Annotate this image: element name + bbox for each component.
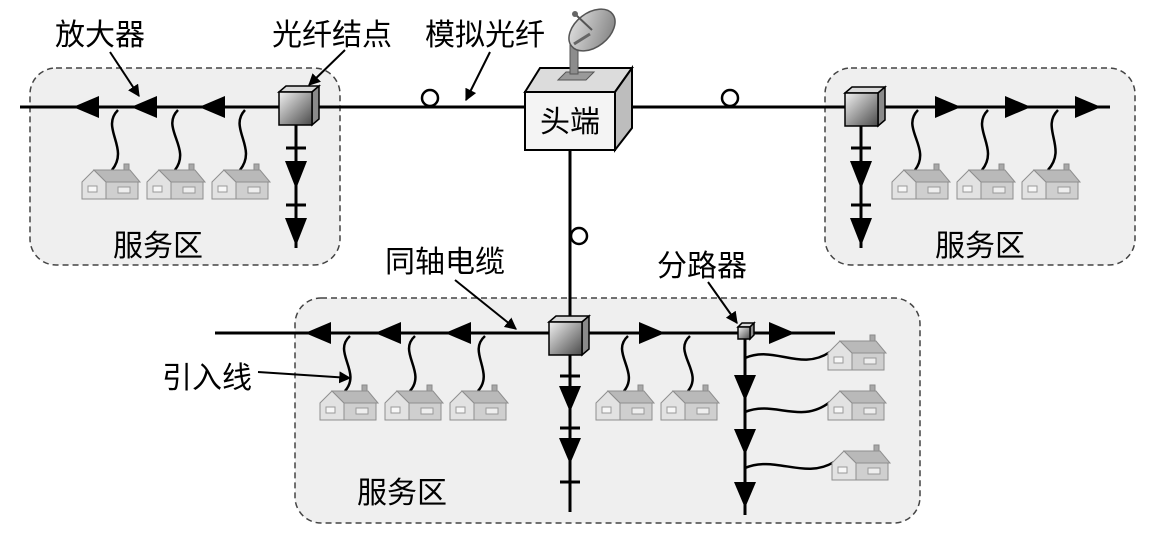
fiber-loop-down [569,226,589,246]
fiber-node-bottom [546,314,592,357]
drop-cable [744,401,831,414]
amplifier-icon [559,438,581,464]
coax-leader-arrow [454,279,517,330]
amplifier-icon [850,161,872,189]
drop-leader-arrow [257,371,352,384]
splitter-icon [736,321,756,341]
amplifier-icon [305,322,331,344]
amplifier-icon [769,322,795,344]
drop-cable [683,335,694,392]
amplifier-icon [935,96,961,118]
amplifier-icon [734,429,756,455]
headend-label: 头端 [540,105,600,140]
drop-cable [477,335,486,392]
service-area-label-right: 服务区 [935,229,1025,264]
drop-cable [980,109,990,171]
fiber-loop-left [420,88,440,108]
amplifier-icon [375,322,401,344]
amplifier-icon [559,386,581,412]
analog-fiber-label: 模拟光纤 [425,18,545,53]
amplifier-label: 放大器 [55,18,145,53]
amplifier-icon [73,96,99,118]
amplifier-icon [285,218,307,246]
amplifier-icon [285,161,307,189]
amplifier-icon [199,96,225,118]
fiber-node-leader-arrow [308,49,346,86]
drop-cable [110,109,120,171]
fiber-loop-right [720,88,740,108]
amplifier-icon [131,96,157,118]
amplifier-icon [734,482,756,508]
drop-cable [744,460,835,471]
service-area-right [824,67,1136,266]
fiber-node-left [276,84,322,127]
coax-cable-label: 同轴电缆 [385,245,505,280]
fiber-node-right [842,85,888,128]
splitter-label: 分路器 [657,249,747,284]
amplifier-icon [1005,96,1031,118]
fiber-node-label: 光纤结点 [272,18,392,53]
amplifier-icon [1075,96,1101,118]
drop-cable [342,335,352,392]
satellite-dish-icon [556,8,616,81]
amplifier-icon [445,322,471,344]
drop-cable [620,335,631,392]
drop-cable [171,109,182,171]
drop-cable [407,335,417,392]
service-area-label-bottom: 服务区 [357,476,447,511]
splitter-leader-arrow [707,281,738,324]
amplifier-icon [850,218,872,246]
analog-fiber-leader-arrow [465,51,491,102]
drop-cable [1047,109,1059,171]
amplifier-icon [734,375,756,401]
amplifier-leader-arrow [109,51,140,98]
amplifier-icon [639,322,665,344]
service-area-left [29,67,341,266]
drop-cable-label: 引入线 [162,361,252,396]
drop-cable [238,109,248,171]
service-area-label-left: 服务区 [113,229,203,264]
drop-cable [744,350,831,361]
drop-cable [911,109,922,171]
